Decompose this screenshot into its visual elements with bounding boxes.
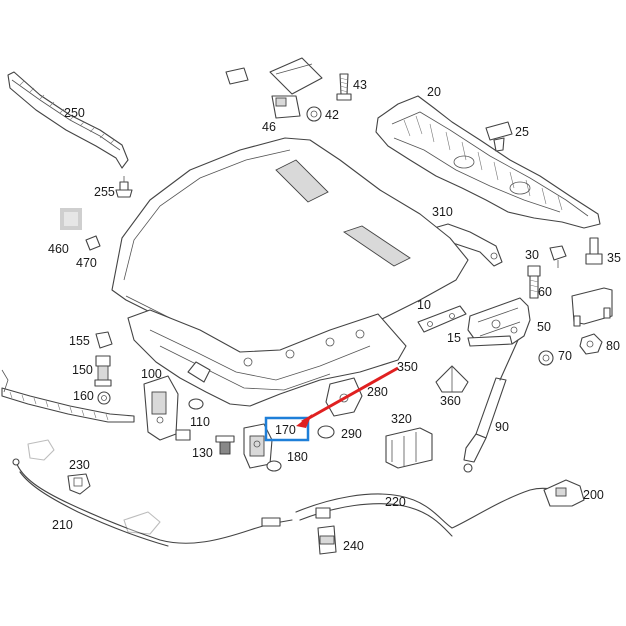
part-100-latch [143,375,191,441]
label-110: 110 [190,415,210,429]
label-210: 210 [52,518,73,532]
label-160: 160 [73,389,94,403]
label-25: 25 [515,125,529,139]
highlight-arrowhead [296,414,312,428]
label-460: 460 [48,242,69,256]
part-255-clip [115,176,133,198]
label-180: 180 [287,450,308,464]
label-280: 280 [367,385,388,399]
part-35-bolt [585,237,603,265]
part-80-nut [579,333,603,355]
label-43: 43 [353,78,367,92]
label-170-highlighted: 170 [275,423,296,437]
label-155: 155 [69,334,90,348]
part-30-nut [549,245,567,268]
hood-inner-frame [127,309,407,407]
highlight-170 [264,366,399,442]
label-200: 200 [583,488,604,502]
part-43-screw [336,73,352,101]
label-290: 290 [341,427,362,441]
part-470-pin [85,235,101,251]
ghost-part-center [123,511,161,535]
label-46: 46 [262,120,276,134]
part-90-gas-strut [463,339,519,473]
label-100: 100 [141,367,162,381]
part-230-clip [67,473,91,495]
part-250-trim-strip [7,71,129,169]
part-155-nut [95,331,113,349]
part-60-stud [527,265,541,299]
part-70-nut [538,350,554,366]
label-240: 240 [343,539,364,553]
part-labels: 10 15 20 25 30 35 42 43 46 50 60 70 80 9… [48,78,621,553]
label-15: 15 [447,331,461,345]
label-90: 90 [495,420,509,434]
part-150-bumper [94,355,112,387]
label-80: 80 [606,339,620,353]
part-210-cable [12,458,293,547]
label-60: 60 [538,285,552,299]
part-right-plate [571,287,613,327]
part-200-handle [543,479,585,507]
highlight-arrow [301,366,399,424]
part-220-cable [295,487,567,537]
part-170-latch [243,423,273,469]
part-25-clip [485,121,513,152]
part-lower-trim-strip [1,369,135,423]
label-20: 20 [427,85,441,99]
ghost-part-left [27,439,55,461]
label-470: 470 [76,256,97,270]
label-70: 70 [558,349,572,363]
part-10-plate [417,305,467,333]
highlight-box [264,416,310,442]
part-46-bumper [225,57,323,119]
part-290-bumper [317,425,335,439]
label-360: 360 [440,394,461,408]
label-30: 30 [525,248,539,262]
label-220: 220 [385,495,406,509]
label-310: 310 [432,205,453,219]
part-42-nut [306,106,322,122]
label-50: 50 [537,320,551,334]
label-320: 320 [391,412,412,426]
part-110-bumper [188,398,204,410]
label-150: 150 [72,363,93,377]
label-230: 230 [69,458,90,472]
label-250: 250 [64,106,85,120]
part-160-bolt [97,391,111,405]
part-240-clamp [317,525,337,555]
label-10: 10 [417,298,431,312]
label-350: 350 [397,360,418,374]
part-360-bumper [435,365,469,393]
part-20-cowl-panel [375,95,601,229]
part-130-clip [215,435,235,455]
label-255: 255 [94,185,115,199]
part-180-ring [266,460,282,472]
label-130: 130 [192,446,213,460]
part-460-grommet [60,208,82,230]
label-42: 42 [325,108,339,122]
part-320-bracket [385,427,433,469]
label-35: 35 [607,251,621,265]
part-50-hinge [467,297,531,347]
